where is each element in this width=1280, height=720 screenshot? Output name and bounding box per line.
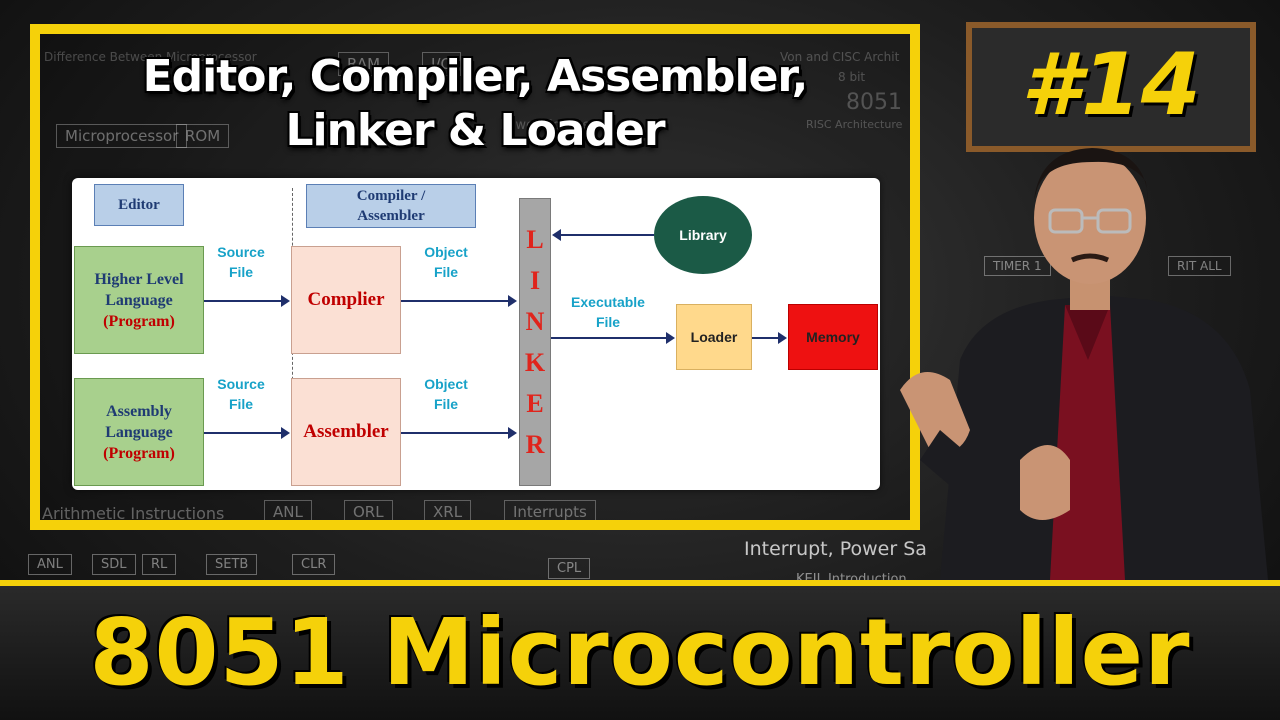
presenter-image [900, 148, 1268, 580]
bg-chip: RL [142, 554, 177, 575]
source-file-label-2: Source File [210, 374, 272, 414]
high-level-language-box: Higher Level Language (Program) [74, 246, 204, 354]
library-node: Library [654, 196, 752, 274]
hll-line1: Higher Level [94, 270, 184, 288]
source-line1: Source [217, 244, 265, 260]
bg-text: Von and CISC Archit [780, 50, 900, 64]
source-line2: File [228, 264, 254, 280]
arrow-linker-to-loader [551, 332, 675, 344]
loader-box: Loader [676, 304, 752, 370]
video-title: Editor, Compiler, Assembler, Linker & Lo… [40, 50, 910, 158]
bg-chip: ANL [28, 554, 72, 575]
linker-letter: K [524, 347, 546, 377]
bg-chip: SDL [92, 554, 136, 575]
compiler-box: Complier [291, 246, 401, 354]
asm-line1: Assembly [106, 402, 172, 420]
memory-box: Memory [788, 304, 878, 370]
bg-text: 8051 [846, 90, 902, 115]
footer-bar [0, 580, 1280, 720]
bg-text: 8 bit [838, 70, 866, 84]
object-file-label-2: Object File [414, 374, 478, 414]
bg-text: RISC Architecture [806, 118, 903, 131]
bg-chip: RIT ALL [1168, 256, 1231, 276]
arrow-library-to-linker [552, 229, 654, 241]
hll-line3: (Program) [103, 312, 175, 330]
object-line1: Object [424, 244, 468, 260]
episode-board [966, 22, 1256, 152]
object-line2: File [433, 264, 459, 280]
bg-text: Interrupt, Power Sa [744, 538, 927, 560]
bg-chip: CLR [292, 554, 336, 575]
bg-chip: RAM [338, 52, 390, 76]
assembler-box: Assembler [291, 378, 401, 486]
arrow-loader-to-memory [752, 332, 787, 344]
bg-text: Arithmetic Instructions [42, 504, 225, 523]
assembly-language-box: Assembly Language (Program) [74, 378, 204, 486]
compiler-assembler-label: Compiler / Assembler [306, 184, 476, 228]
executable-line1: Executable [571, 294, 645, 310]
linker-letter: E [526, 388, 544, 418]
asm-line3: (Program) [103, 444, 175, 462]
compilation-flow-diagram: Editor Compiler / Assembler Higher Level… [72, 178, 880, 490]
linker-bar: L I N K E R [519, 198, 551, 486]
bg-text: Power/Counter [500, 118, 596, 133]
bg-chip: CPL [548, 558, 591, 579]
compiler-label-line1: Compiler / [356, 188, 426, 204]
hll-line2: Language [105, 291, 173, 309]
video-title-line2: Linker & Loader [285, 105, 665, 156]
series-title: 8051 Microcontroller [89, 599, 1191, 706]
object-file-label-1: Object File [414, 242, 478, 282]
source-file-label-1: Source File [210, 242, 272, 282]
bg-chip: SETB [206, 554, 258, 575]
bg-text: Difference Between Microprocessor [44, 50, 257, 64]
bg-chip: Microprocessor [56, 124, 188, 148]
arrow-hll-to-compiler [204, 295, 290, 307]
linker-letter: I [529, 265, 541, 295]
linker-letter: L [526, 224, 544, 254]
bg-chip: I/O [422, 52, 462, 76]
editor-label: Editor [94, 184, 184, 226]
linker-letter: N [525, 306, 545, 336]
arrow-compiler-to-linker [401, 295, 517, 307]
compiler-label-line2: Assembler [357, 208, 425, 224]
executable-line2: File [595, 314, 621, 330]
linker-letter: R [525, 429, 545, 459]
source-line1: Source [217, 376, 265, 392]
bg-chip: ROM [176, 124, 230, 148]
object-line1: Object [424, 376, 468, 392]
episode-number: #14 [1021, 35, 1201, 135]
source-line2: File [228, 396, 254, 412]
executable-file-label: Executable File [562, 292, 654, 332]
video-title-line1: Editor, Compiler, Assembler, [142, 51, 809, 102]
arrow-assembler-to-linker [401, 427, 517, 439]
bg-chip: TIMER 1 [984, 256, 1051, 276]
arrow-asm-to-assembler [204, 427, 290, 439]
asm-line2: Language [105, 423, 173, 441]
object-line2: File [433, 396, 459, 412]
